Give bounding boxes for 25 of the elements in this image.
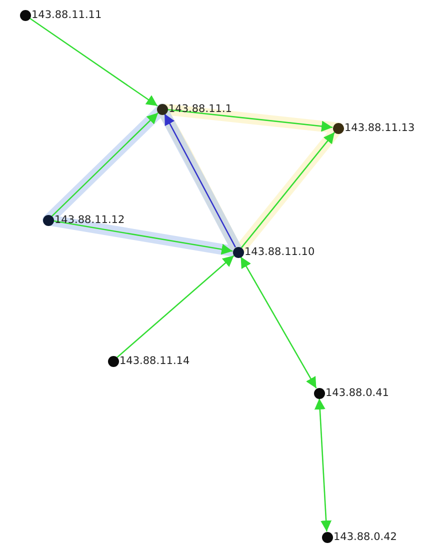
node-dot <box>20 10 30 20</box>
node-label: 143.88.11.10 <box>244 246 315 258</box>
node-dot <box>332 122 344 134</box>
node-dot <box>156 104 168 114</box>
node-label: 143.88.11.12 <box>54 214 125 226</box>
arrow <box>164 114 236 248</box>
node-dot <box>42 214 54 226</box>
node-label: 143.88.11.1 <box>168 103 232 115</box>
arrow <box>240 256 317 389</box>
node-dot <box>322 532 332 542</box>
node-label: 143.88.0.41 <box>326 387 389 399</box>
arrow <box>51 112 159 217</box>
arrow <box>53 220 233 255</box>
arrow <box>314 398 332 532</box>
arrow <box>240 132 336 248</box>
arrow <box>116 255 234 358</box>
node-dot <box>314 388 324 398</box>
arrow <box>167 108 333 132</box>
node-dot <box>232 246 244 258</box>
node-label: 143.88.11.11 <box>32 9 102 21</box>
node-label: 143.88.11.14 <box>120 355 190 367</box>
node-dot <box>108 356 118 366</box>
node-label: 143.88.11.13 <box>344 122 415 134</box>
node-label: 143.88.0.42 <box>334 531 397 543</box>
arrow <box>29 18 158 106</box>
